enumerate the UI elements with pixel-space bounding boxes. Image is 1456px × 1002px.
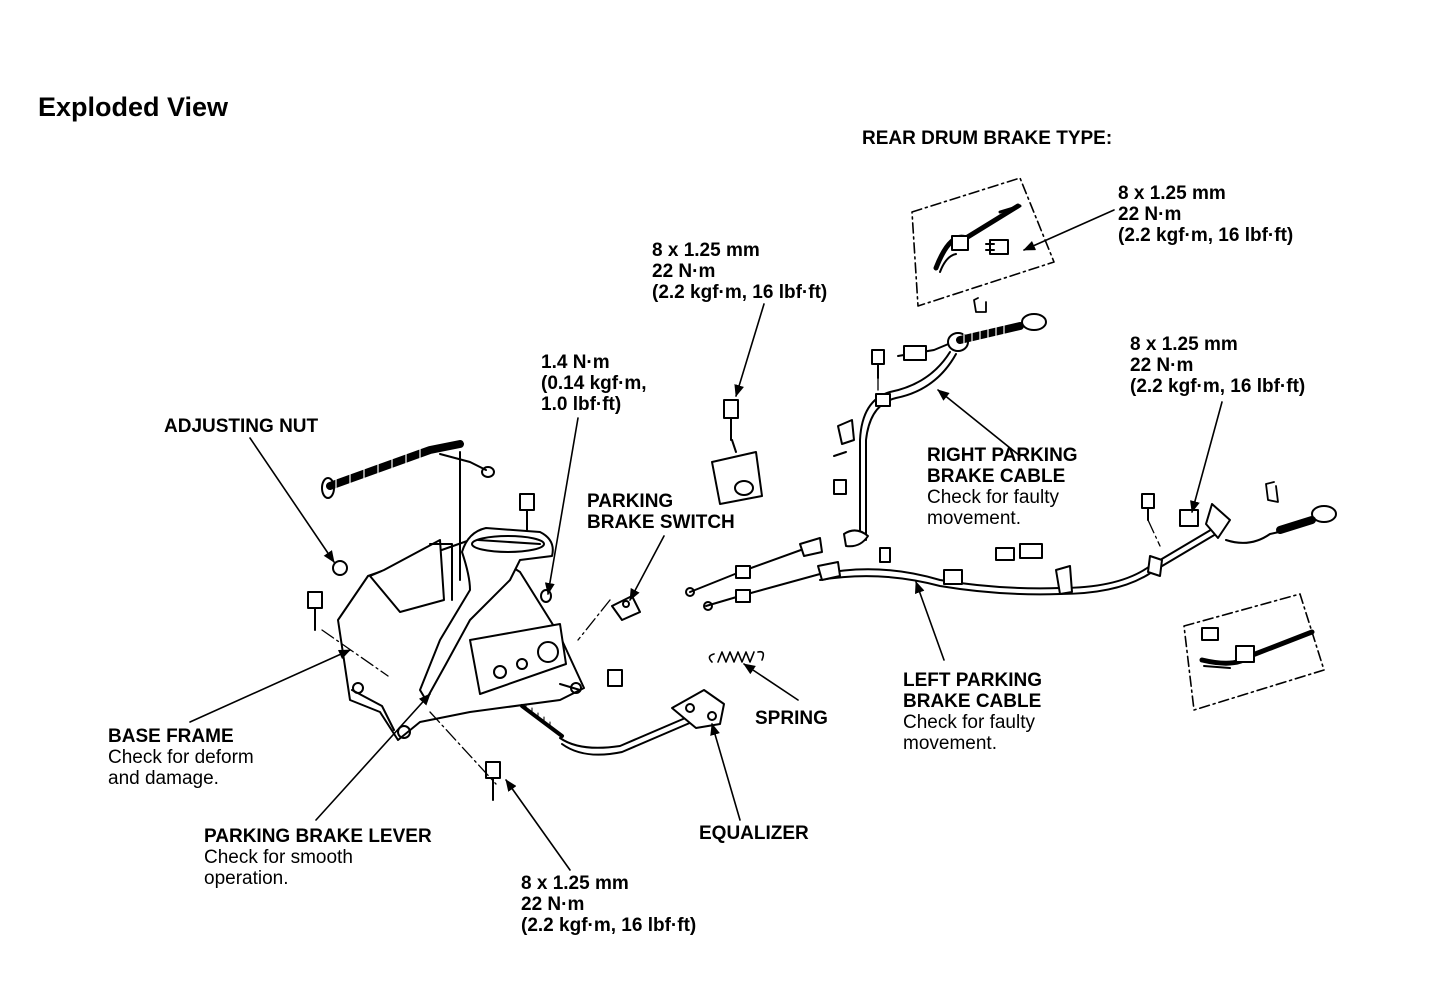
left-parking-brake-cable-label: LEFT PARKING BRAKE CABLE Check for fault… [903,670,1042,754]
lever-note2: operation. [204,868,289,889]
torque-spec-switch: 1.4 N·m (0.14 kgf·m, 1.0 lbf·ft) [541,352,647,415]
right-parking-brake-cable-label: RIGHT PARKING BRAKE CABLE Check for faul… [927,445,1078,529]
torque-lbf: 1.0 lbf·ft) [541,394,622,415]
spring-label: SPRING [755,708,828,729]
parking-brake-switch [611,595,641,621]
right-cable-note2: movement. [927,508,1021,529]
callout-arrows [189,209,1223,871]
torque-nm: 22 N·m [1130,355,1194,376]
left-parking-brake-cable [819,481,1337,596]
page-title: Exploded View [38,92,229,122]
right-cable-note1: Check for faulty [927,487,1059,508]
torque-spec-drum-top: 8 x 1.25 mm 22 N·m (2.2 kgf·m, 16 lbf·ft… [1118,183,1293,246]
right-cable-line1: RIGHT PARKING [927,445,1078,466]
torque-spec-left-cable: 8 x 1.25 mm 22 N·m (2.2 kgf·m, 16 lbf·ft… [1130,334,1305,397]
equalizer-text: EQUALIZER [699,823,809,844]
parking-brake-lever-assembly [321,440,693,756]
right-parking-brake-cable [833,313,1047,548]
parking-brake-switch-label: PARKING BRAKE SWITCH [587,491,735,533]
rear-drum-heading-text: REAR DRUM BRAKE TYPE: [862,128,1113,149]
rear-drum-inset-bottom [1183,593,1325,711]
base-frame-note1: Check for deform [108,747,254,768]
base-frame-label: BASE FRAME Check for deform and damage. [108,726,254,789]
base-frame-note2: and damage. [108,768,219,789]
lever-note1: Check for smooth [204,847,353,868]
torque-size: 8 x 1.25 mm [1118,183,1226,204]
torque-size: 8 x 1.25 mm [652,240,760,261]
rear-drum-heading: REAR DRUM BRAKE TYPE: [862,128,1112,149]
equalizer [671,689,725,729]
lever-text: PARKING BRAKE LEVER [204,826,432,847]
left-cable-note2: movement. [903,733,997,754]
torque-kgf: (2.2 kgf·m, 16 lbf·ft) [1118,225,1294,246]
torque-nm: 22 N·m [652,261,716,282]
adjusting-nut-label: ADJUSTING NUT [164,416,318,437]
rear-drum-inset-top [911,177,1055,307]
adjusting-nut-text: ADJUSTING NUT [164,416,319,437]
base-frame-text: BASE FRAME [108,726,234,747]
torque-kgf: (2.2 kgf·m, 16 lbf·ft) [652,282,828,303]
switch-label-line2: BRAKE SWITCH [587,512,735,533]
torque-nm: 22 N·m [521,894,585,915]
parking-brake-lever-label: PARKING BRAKE LEVER Check for smooth ope… [204,826,432,889]
left-cable-note1: Check for faulty [903,712,1035,733]
right-cable-line2: BRAKE CABLE [927,466,1066,487]
torque-size: 8 x 1.25 mm [1130,334,1238,355]
spring-text: SPRING [755,708,828,729]
torque-size: 8 x 1.25 mm [521,873,629,894]
left-cable-line2: BRAKE CABLE [903,691,1042,712]
switch-label-line1: PARKING [587,491,674,512]
torque-kgf: (2.2 kgf·m, 16 lbf·ft) [521,915,697,936]
torque-kgf: (2.2 kgf·m, 16 lbf·ft) [1130,376,1306,397]
left-cable-line1: LEFT PARKING [903,670,1042,691]
torque-nm: 22 N·m [1118,204,1182,225]
torque-spec-bracket: 8 x 1.25 mm 22 N·m (2.2 kgf·m, 16 lbf·ft… [652,240,827,303]
torque-nm: 1.4 N·m [541,352,610,373]
torque-spec-base-frame: 8 x 1.25 mm 22 N·m (2.2 kgf·m, 16 lbf·ft… [521,873,696,936]
equalizer-label: EQUALIZER [699,823,809,844]
spring [708,650,765,663]
torque-kgf: (0.14 kgf·m, [541,373,647,394]
